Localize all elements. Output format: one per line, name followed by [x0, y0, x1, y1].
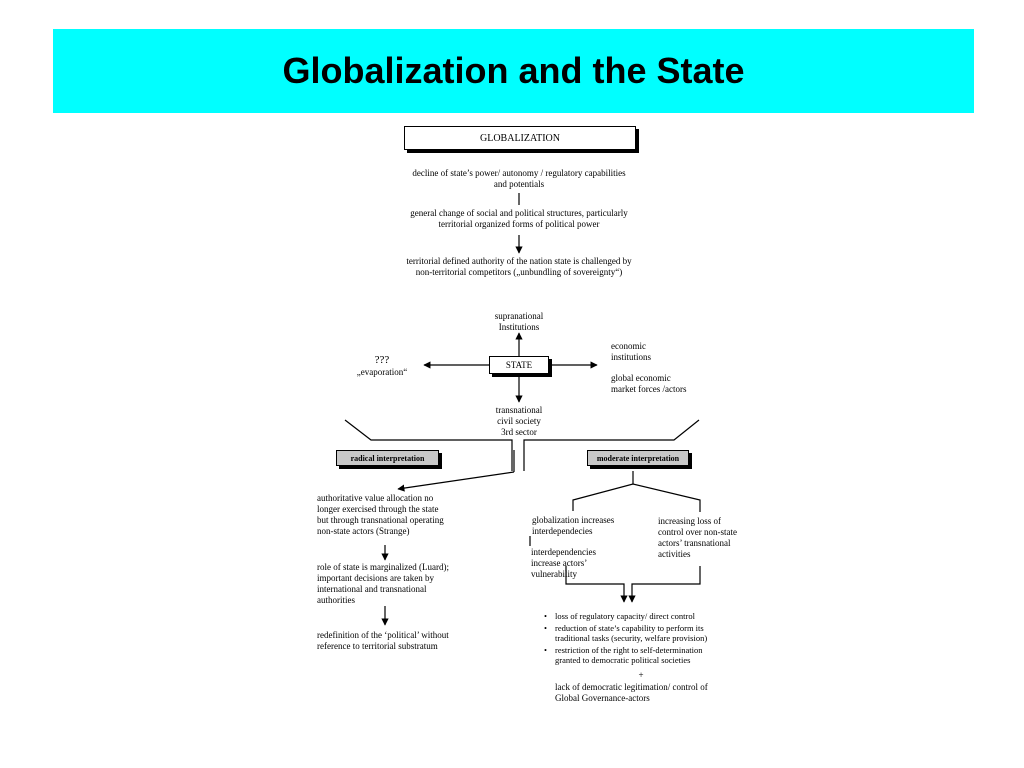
transnational-civil-society: transnational civil society 3rd sector	[495, 405, 543, 437]
step-authority-challenged: territorial defined authority of the nat…	[406, 256, 632, 277]
list-item: •reduction of state’s capability to perf…	[544, 622, 708, 644]
converge-left	[565, 566, 628, 603]
evaporation-label: „evaporation“	[356, 367, 408, 377]
bullet-icon: •	[544, 644, 547, 655]
list-item: •restriction of the right to self-determ…	[544, 644, 703, 666]
step-decline-power: decline of state’s power/ autonomy / reg…	[412, 168, 626, 189]
page-title: Globalization and the State	[282, 50, 745, 91]
radical-interpretation-box: radical interpretation	[336, 450, 439, 466]
globalization-box: GLOBALIZATION	[404, 126, 636, 150]
converge-right	[628, 566, 701, 603]
radical-point-marginalized: role of state is marginalized (Luard); i…	[317, 562, 450, 605]
moderate-loss-of-control: increasing loss of control over non-stat…	[658, 516, 737, 559]
plus-sign: +	[638, 670, 644, 680]
moderate-vulnerability: interdependencies increase actors’ vulne…	[531, 547, 596, 579]
connector-radical-left	[397, 471, 515, 492]
global-market-forces: global economic market forces /actors	[611, 373, 687, 394]
supranational-institutions: supranational Institutions	[494, 311, 544, 332]
radical-point-redefinition: redefinition of the ‘political’ without …	[317, 630, 449, 651]
step-structural-change: general change of social and political s…	[410, 208, 628, 229]
title-banner: Globalization and the State	[53, 29, 974, 113]
moderate-interpretation-label: moderate interpretation	[596, 453, 680, 463]
moderate-interpretation-box: moderate interpretation	[587, 450, 689, 466]
state-label: STATE	[505, 360, 533, 370]
radical-interpretation-label: radical interpretation	[350, 453, 425, 463]
consequences-list: •loss of regulatory capacity/ direct con…	[541, 611, 741, 667]
state-box: STATE	[489, 356, 549, 374]
connector-moderate-fork	[572, 483, 701, 512]
bracket-left	[344, 419, 513, 471]
democratic-legitimation: lack of democratic legitimation/ control…	[555, 682, 708, 703]
radical-point-value-allocation: authoritative value allocation no longer…	[317, 493, 444, 536]
bracket-right	[523, 419, 700, 471]
evaporation-question: ???	[374, 354, 390, 366]
bullet-icon: •	[544, 611, 547, 621]
moderate-interdependencies: globalization increases interdependecies	[532, 515, 615, 536]
globalization-label: GLOBALIZATION	[480, 132, 560, 144]
bullet-icon: •	[544, 622, 547, 633]
list-item: •loss of regulatory capacity/ direct con…	[544, 611, 695, 621]
economic-institutions: economic institutions	[611, 341, 652, 362]
